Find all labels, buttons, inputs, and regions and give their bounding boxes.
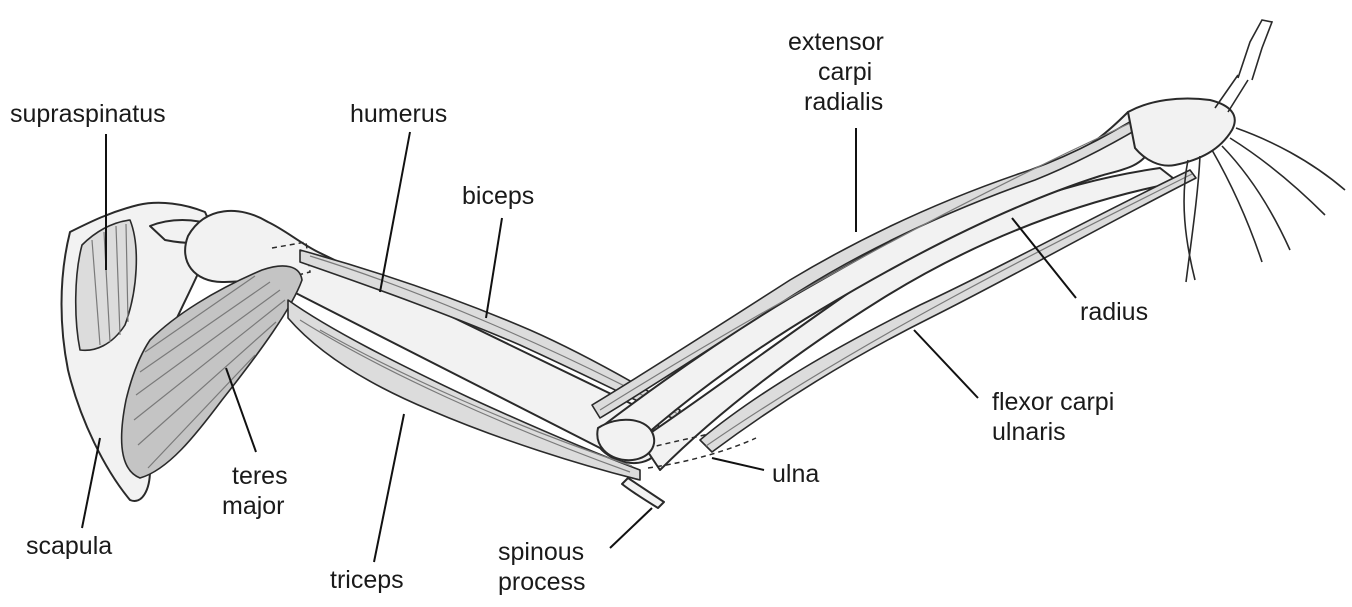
label-spinous-line2: process <box>498 568 586 596</box>
label-radius: radius <box>1080 298 1148 326</box>
label-flexor-line1: flexor carpi <box>992 388 1114 416</box>
hand-and-digits <box>1128 20 1345 282</box>
label-flexor-line2: ulnaris <box>992 418 1066 446</box>
label-extensor-line1: extensor <box>788 28 884 56</box>
label-extensor-line3: radialis <box>804 88 883 116</box>
label-supraspinatus: supraspinatus <box>10 100 166 128</box>
label-teres-line2: major <box>222 492 285 520</box>
label-biceps: biceps <box>462 182 534 210</box>
label-extensor-line2: carpi <box>818 58 872 86</box>
label-triceps: triceps <box>330 566 404 594</box>
label-humerus: humerus <box>350 100 447 128</box>
spinous-process-bone <box>622 478 664 508</box>
label-teres-line1: teres <box>232 462 288 490</box>
label-spinous-line1: spinous <box>498 538 584 566</box>
label-ulna: ulna <box>772 460 819 488</box>
label-scapula: scapula <box>26 532 112 560</box>
